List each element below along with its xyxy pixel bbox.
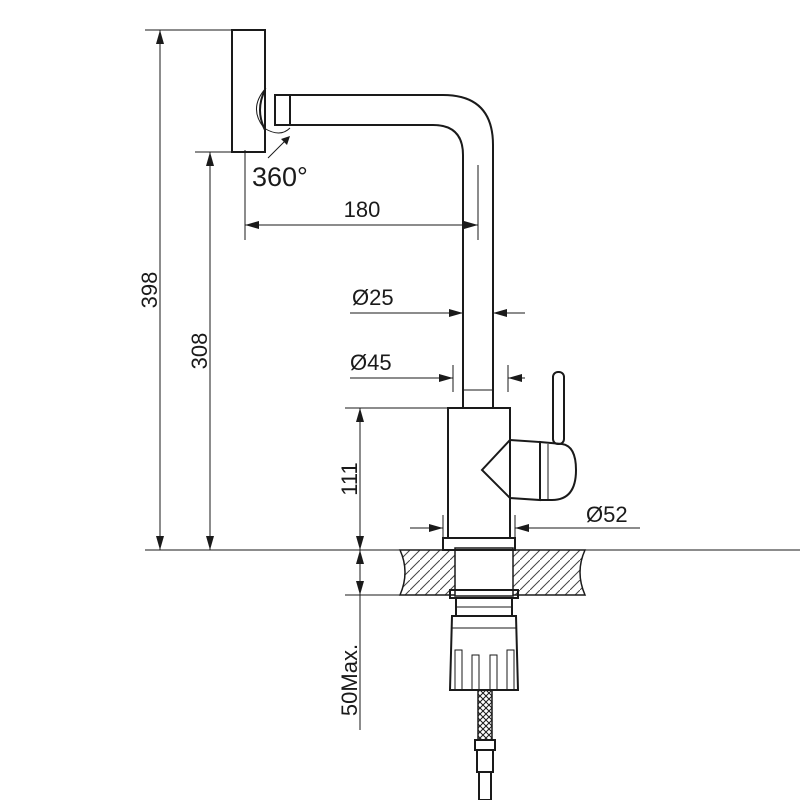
spout-diameter-label: Ø25: [352, 285, 394, 310]
spout-reach-label: 180: [344, 197, 381, 222]
spout-height-label: 308: [187, 333, 212, 370]
rotation-indicator: 360°: [252, 87, 308, 192]
dimension-spout-reach: 180: [244, 150, 479, 240]
counter-thickness-label: 50Max.: [337, 644, 362, 716]
body-height-label: 111: [337, 462, 362, 495]
countertop-section: [145, 547, 800, 597]
dimension-spout-height: 308: [187, 151, 240, 550]
dimension-body-height: 111: [337, 407, 448, 550]
faucet-body: [442, 407, 516, 551]
total-height-label: 398: [137, 272, 162, 309]
lever-handle: [480, 371, 578, 502]
body-diameter-label: Ø45: [350, 350, 392, 375]
dimension-counter-thickness: 50Max.: [337, 550, 400, 730]
dimension-base-diameter: Ø52: [410, 502, 640, 540]
spout-head: [231, 29, 291, 153]
base-diameter-label: Ø52: [586, 502, 628, 527]
dimension-body-diameter: Ø45: [350, 350, 525, 392]
dimension-total-height: 398: [137, 29, 232, 550]
supply-hose: [474, 689, 496, 800]
dimension-spout-diameter: Ø25: [350, 285, 525, 325]
rotation-label: 360°: [252, 162, 308, 192]
spout: [290, 94, 494, 408]
mounting-nut: [448, 589, 520, 691]
